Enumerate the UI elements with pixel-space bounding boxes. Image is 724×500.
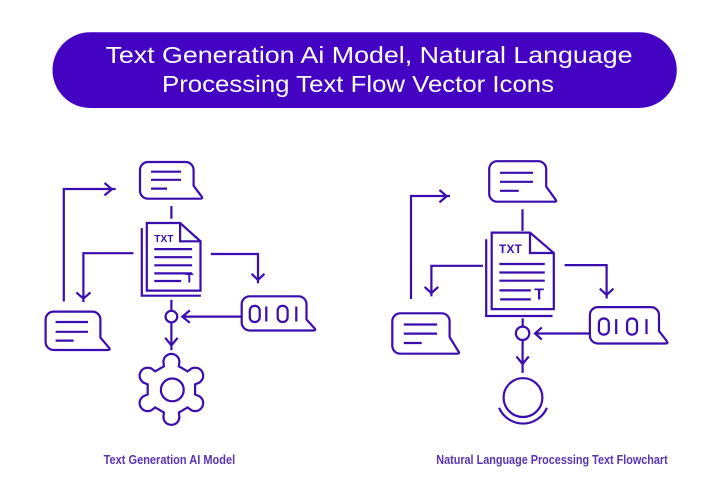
svg-text:TXT: TXT (499, 242, 523, 256)
svg-text:Processing Text Flow Vector Ic: Processing Text Flow Vector Icons (162, 71, 554, 97)
svg-text:T: T (185, 270, 193, 285)
svg-text:Text Generation AI Model: Text Generation AI Model (104, 452, 236, 467)
svg-text:Text Generation Ai Model, Natu: Text Generation Ai Model, Natural Langua… (106, 42, 633, 68)
svg-text:TXT: TXT (154, 234, 174, 245)
svg-text:T: T (534, 287, 544, 304)
svg-text:Natural Language Processing Te: Natural Language Processing Text Flowcha… (436, 452, 668, 467)
